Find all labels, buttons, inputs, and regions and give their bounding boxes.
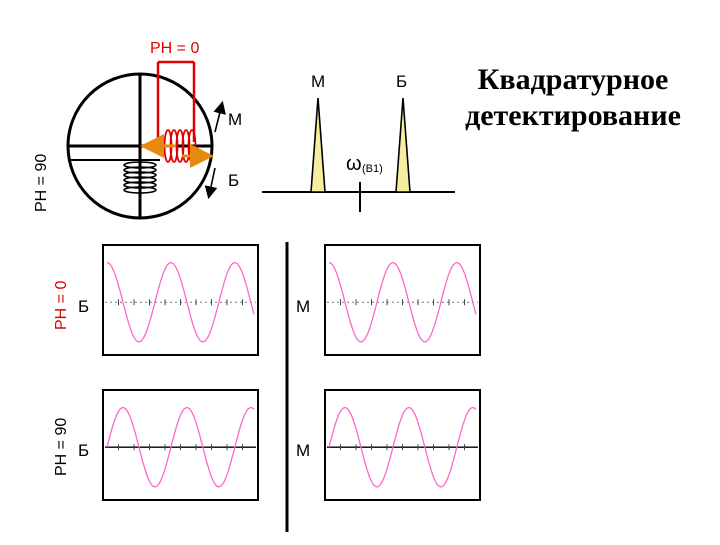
trace-wave-ph90-b [106,406,255,488]
spectrum: M Б ω (B1) [262,72,455,212]
trace-wave-ph0-m [328,261,477,343]
trace-wave-ph0-b [106,261,255,343]
ph90-side-label: PH = 90 [33,154,50,212]
coil-schematic: PH = 0 M Б PH = 90 [33,40,242,220]
rotation-arrow-down [204,167,218,200]
peak-b [395,97,411,193]
osc-m-label-bottom: M [296,441,310,460]
omega-subscript: (B1) [362,163,383,175]
trace-wave-ph90-m [328,406,477,488]
spectrum-m-label: M [311,72,325,91]
spectrum-b-label: Б [396,72,407,91]
omega-symbol: ω [346,153,362,175]
m-arrow-label: M [228,110,242,129]
peak-m [310,97,326,193]
row-label-ph0: PH = 0 [53,281,70,330]
black-coil [123,161,157,194]
ph0-top-label: PH = 0 [150,40,199,57]
row-label-ph90: PH = 90 [53,418,70,476]
oscilloscope-panels [102,244,481,501]
title-line-1: Квадратурное [477,63,669,96]
wave-layer [105,261,478,488]
title-line-2: детектирование [465,99,681,132]
osc-m-label-top: M [296,297,310,316]
osc-b-label-top: Б [78,297,89,316]
rotation-arrow-up [213,100,226,133]
b-arrow-label: Б [228,171,239,190]
slide-title: Квадратурное детектирование [448,62,698,134]
osc-b-label-bottom: Б [78,441,89,460]
